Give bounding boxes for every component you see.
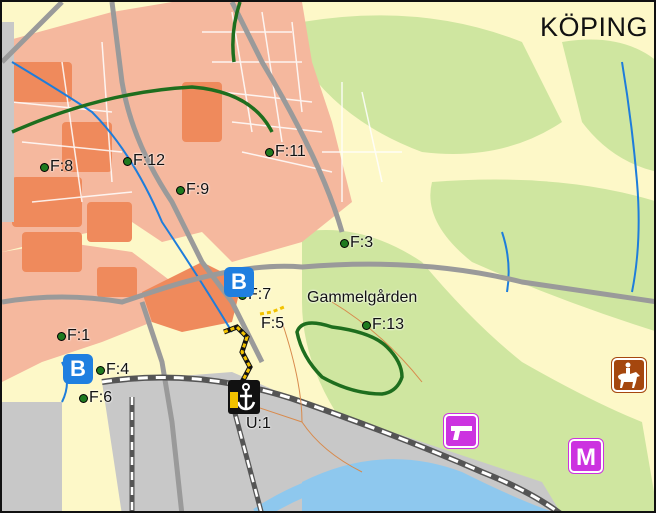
hiking-trails (11, 2, 404, 396)
poi-marker-icon (362, 320, 371, 330)
poi-f13[interactable]: F:13 (362, 316, 404, 334)
water-bodies (11, 61, 640, 511)
poi-f4[interactable]: F:4 (96, 361, 129, 379)
poi-label: F:8 (50, 158, 74, 175)
dense-urban-blocks (12, 62, 242, 332)
poi-f9[interactable]: F:9 (176, 181, 209, 199)
poi-marker-icon (265, 147, 274, 157)
poi-f6[interactable]: F:6 (79, 389, 112, 407)
harbor-label: U:1 (246, 415, 271, 432)
poi-f12[interactable]: F:12 (123, 152, 165, 170)
poi-f11[interactable]: F:11 (265, 143, 306, 161)
poi-label: F:5 (261, 315, 285, 332)
poi-marker-icon (57, 331, 66, 341)
pistol-glyph (451, 426, 472, 440)
town-name: KÖPING (539, 12, 648, 42)
anchor-glyph (230, 383, 256, 411)
poi-f8[interactable]: F:8 (40, 158, 73, 176)
poi-label: F:11 (275, 143, 306, 160)
poi-f3[interactable]: F:3 (340, 234, 373, 252)
poi-marker-icon (79, 393, 88, 403)
poi-label: F:12 (133, 152, 166, 169)
poi-f5[interactable]: F:5 (260, 315, 284, 333)
poi-label: F:9 (186, 181, 210, 198)
poi-marker-icon (340, 238, 349, 248)
horse-rider-glyph (618, 362, 640, 388)
anchor-icon[interactable] (228, 380, 260, 414)
parking-icon[interactable]: B (63, 354, 93, 384)
place-name-label: Gammelgården (307, 289, 418, 306)
motor-sport-icon[interactable]: M (569, 439, 603, 473)
poi-marker-icon (96, 365, 105, 375)
poi-label: F:13 (372, 316, 405, 333)
pistol-icon[interactable] (444, 414, 478, 448)
poi-label: F:3 (350, 234, 374, 251)
town-walk-route (223, 305, 285, 384)
horse-rider-icon[interactable] (612, 358, 646, 392)
poi-marker-icon (123, 156, 132, 166)
poi-label: F:1 (67, 327, 91, 344)
poi-marker-icon (176, 185, 185, 195)
poi-f1[interactable]: F:1 (57, 327, 90, 345)
poi-marker-icon (40, 162, 49, 172)
poi-label: F:4 (106, 361, 130, 378)
parking-icon[interactable]: B (224, 267, 254, 297)
railway (101, 374, 562, 511)
poi-label: F:6 (89, 389, 113, 406)
